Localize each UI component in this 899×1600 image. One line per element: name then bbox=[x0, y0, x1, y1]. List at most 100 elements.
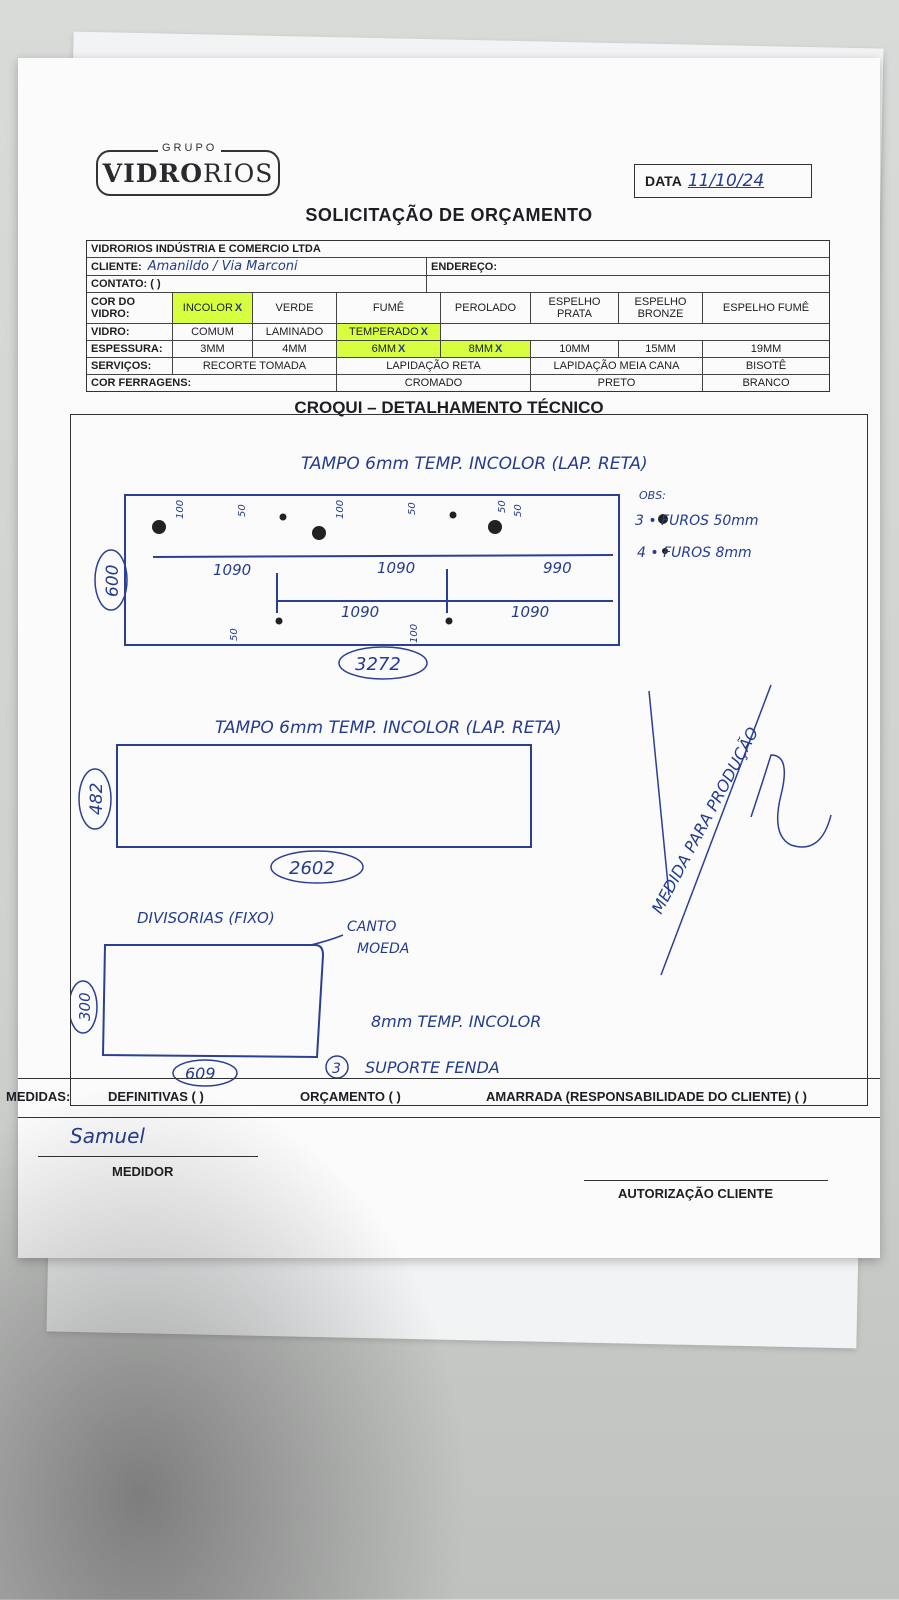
hole-50mm bbox=[152, 520, 166, 534]
medidor-label: MEDIDOR bbox=[112, 1164, 174, 1179]
orcamento-option[interactable]: ORÇAMENTO ( ) bbox=[300, 1089, 401, 1104]
color-option-espelho-bronze[interactable]: ESPELHO BRONZE bbox=[619, 293, 703, 323]
contact-blank bbox=[427, 276, 829, 292]
address-cell: ENDEREÇO: bbox=[427, 258, 829, 275]
hardware-row: COR FERRAGENS: CROMADO PRETO BRANCO bbox=[87, 375, 829, 391]
glass-option-comum[interactable]: COMUM bbox=[173, 324, 253, 340]
glass-option-laminado[interactable]: LAMINADO bbox=[253, 324, 337, 340]
divisoria-caption: DIVISORIAS (FIXO) bbox=[137, 909, 275, 927]
thickness-label: ESPESSURA: bbox=[87, 341, 173, 357]
tampo-1-width: 3272 bbox=[355, 654, 401, 675]
hole-offset-7: 50 bbox=[513, 504, 524, 517]
hole-8mm bbox=[279, 513, 287, 521]
hole-offset-2: 50 bbox=[237, 504, 248, 517]
tampo-2-outline bbox=[116, 744, 532, 848]
support-count: 3 bbox=[332, 1061, 341, 1077]
production-note: MEDIDA PARA PRODUÇÃO bbox=[648, 724, 763, 917]
hardware-option-preto[interactable]: PRETO bbox=[531, 375, 703, 391]
technical-sketch: TAMPO 6mm TEMP. INCOLOR (LAP. RETA) OBS:… bbox=[68, 454, 832, 1087]
contact-row: CONTATO: ( ) bbox=[87, 276, 829, 293]
order-form-table: VIDRORIOS INDÚSTRIA E COMERCIO LTDA CLIE… bbox=[86, 240, 830, 392]
hardware-option-branco[interactable]: BRANCO bbox=[742, 377, 790, 389]
definitivas-option[interactable]: DEFINITIVAS ( ) bbox=[108, 1089, 204, 1104]
dim-top-3: 990 bbox=[543, 559, 572, 577]
color-label: COR DO VIDRO: bbox=[87, 293, 173, 323]
form-title: SOLICITAÇÃO DE ORÇAMENTO bbox=[305, 205, 593, 225]
dim-bottom-1: 1090 bbox=[341, 603, 379, 621]
thickness-option-4mm[interactable]: 4MM bbox=[253, 341, 337, 357]
client-row: CLIENTE: Amanildo / Via Marconi ENDEREÇO… bbox=[87, 258, 829, 276]
service-option-lapidacao-meia-cana[interactable]: LAPIDAÇÃO MEIA CANA bbox=[531, 358, 703, 374]
tampo-1-caption: TAMPO 6mm TEMP. INCOLOR (LAP. RETA) bbox=[301, 454, 648, 474]
address-label: ENDEREÇO: bbox=[431, 260, 498, 273]
dim-top-1: 1090 bbox=[213, 561, 251, 579]
hardware-option-cromado[interactable]: CROMADO bbox=[337, 375, 531, 391]
client-label: CLIENTE: bbox=[91, 260, 142, 273]
croqui-title: CROQUI – DETALHAMENTO TÉCNICO bbox=[294, 398, 604, 417]
hole-50mm bbox=[488, 520, 502, 534]
services-row: SERVIÇOS: RECORTE TOMADA LAPIDAÇÃO RETA … bbox=[87, 358, 829, 375]
hole-offset-4: 50 bbox=[407, 502, 418, 515]
autorizacao-label: AUTORIZAÇÃO CLIENTE bbox=[618, 1186, 774, 1201]
thickness-option-3mm[interactable]: 3MM bbox=[173, 341, 253, 357]
thickness-option-19mm[interactable]: 19MM bbox=[750, 343, 782, 355]
hole-offset-8: 50 bbox=[497, 500, 508, 513]
medidor-signature: Samuel bbox=[70, 1124, 145, 1148]
legend-holes-50mm: 3 • FUROS 50mm bbox=[635, 513, 759, 529]
tampo-1-height: 600 bbox=[103, 565, 123, 597]
vidrorios-logo: GRUPO VIDRORIOS bbox=[96, 142, 280, 196]
color-option-espelho-prata[interactable]: ESPELHO PRATA bbox=[531, 293, 619, 323]
date-value[interactable]: 11/10/24 bbox=[687, 171, 765, 191]
moeda-label: MOEDA bbox=[357, 941, 409, 957]
date-box: DATA 11/10/24 bbox=[634, 164, 812, 198]
color-option-perolado[interactable]: PEROLADO bbox=[441, 293, 531, 323]
dim-top-2: 1090 bbox=[377, 559, 415, 577]
amarrada-option[interactable]: AMARRADA (RESPONSABILIDADE DO CLIENTE) (… bbox=[486, 1089, 807, 1104]
quote-request-sheet: GRUPO VIDRORIOS DATA 11/10/24 SOLICITAÇÃ… bbox=[6, 58, 880, 1258]
canto-label: CANTO bbox=[347, 919, 396, 935]
medidor-signature-line bbox=[38, 1156, 258, 1157]
hole-offset-6: 100 bbox=[409, 624, 420, 643]
obs-label: OBS: bbox=[639, 489, 666, 502]
dim-bottom-2: 1090 bbox=[511, 603, 549, 621]
color-option-fume[interactable]: FUMÊ bbox=[337, 293, 441, 323]
contact-label[interactable]: CONTATO: ( ) bbox=[87, 276, 427, 292]
thickness-option-10mm[interactable]: 10MM bbox=[531, 341, 619, 357]
medidas-label: MEDIDAS: bbox=[6, 1089, 71, 1104]
logo-brand-light: RIOS bbox=[203, 158, 274, 188]
legend-holes-8mm: 4 • FUROS 8mm bbox=[637, 545, 752, 561]
divisoria-spec: 8mm TEMP. INCOLOR bbox=[371, 1012, 541, 1031]
service-option-lapidacao-reta[interactable]: LAPIDAÇÃO RETA bbox=[337, 358, 531, 374]
company-row: VIDRORIOS INDÚSTRIA E COMERCIO LTDA bbox=[87, 241, 829, 258]
client-signature-line[interactable] bbox=[584, 1180, 828, 1181]
logo-brand-bold: VIDRO bbox=[102, 158, 203, 188]
divisoria-height: 300 bbox=[76, 992, 94, 1021]
hole-8mm bbox=[449, 511, 457, 519]
tampo-1-outline bbox=[124, 494, 620, 646]
service-option-bisote[interactable]: BISOTÊ bbox=[745, 360, 787, 372]
tampo-2-height: 482 bbox=[87, 783, 107, 815]
color-option-verde[interactable]: VERDE bbox=[253, 293, 337, 323]
hole-offset-5: 50 bbox=[229, 628, 240, 641]
divisoria-outline bbox=[101, 944, 325, 1059]
client-value[interactable]: Amanildo / Via Marconi bbox=[147, 259, 298, 274]
client-cell: CLIENTE: Amanildo / Via Marconi bbox=[87, 258, 427, 275]
hole-offset-3: 100 bbox=[335, 500, 346, 519]
legend-hole-8mm bbox=[662, 548, 668, 554]
company-name: VIDRORIOS INDÚSTRIA E COMERCIO LTDA bbox=[91, 243, 321, 255]
croqui-drawing-area: TAMPO 6mm TEMP. INCOLOR (LAP. RETA) OBS:… bbox=[68, 414, 868, 1106]
color-option-espelho-fume[interactable]: ESPELHO FUMÊ bbox=[722, 302, 810, 314]
thickness-option-15mm[interactable]: 15MM bbox=[619, 341, 703, 357]
glass-blank bbox=[441, 324, 829, 340]
hole-8mm bbox=[275, 617, 283, 625]
service-option-recorte-tomada[interactable]: RECORTE TOMADA bbox=[173, 358, 337, 374]
hardware-label: COR FERRAGENS: bbox=[87, 375, 337, 391]
tampo-2-caption: TAMPO 6mm TEMP. INCOLOR (LAP. RETA) bbox=[215, 718, 562, 738]
